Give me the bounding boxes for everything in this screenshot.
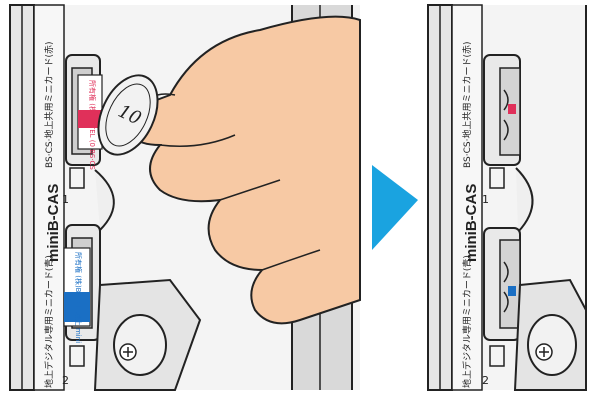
right-screw-boss	[528, 315, 576, 375]
right-slot-1-number: 1	[482, 193, 489, 206]
right-label-terrestrial: 地上デジタル専用ミニカード(青)	[461, 255, 473, 388]
screw-boss	[114, 315, 166, 375]
right-label-bs-cs: BS·CS·地上共用ミニカード(赤)	[461, 42, 473, 168]
label-minibcas: miniB-CAS	[45, 184, 62, 262]
right-label-minibcas: miniB-CAS	[463, 184, 480, 262]
slot-1-number: 1	[62, 193, 69, 206]
blue-card-text: 所有権 (株)B· TEL 地上 mini	[74, 252, 83, 343]
label-bs-cs: BS·CS·地上共用ミニカード(赤)	[43, 42, 55, 168]
label-terrestrial: 地上デジタル専用ミニカード(青)	[43, 255, 55, 388]
right-blue-card-edge	[508, 286, 516, 296]
right-arrow-icon	[372, 165, 418, 250]
right-red-card-edge	[508, 104, 516, 114]
right-panel: BS·CS·地上共用ミニカード(赤) miniB-CAS 地上デジタル専用ミニカ…	[428, 5, 586, 390]
right-slot-2-number: 2	[482, 374, 489, 387]
red-card-text: 所有権 (株)B· TEL (0 BS·CS	[88, 80, 97, 170]
left-panel: BS·CS·地上共用ミニカード(赤) miniB-CAS 地上デジタル専用ミニカ…	[10, 5, 360, 390]
slot-2-number: 2	[62, 374, 69, 387]
